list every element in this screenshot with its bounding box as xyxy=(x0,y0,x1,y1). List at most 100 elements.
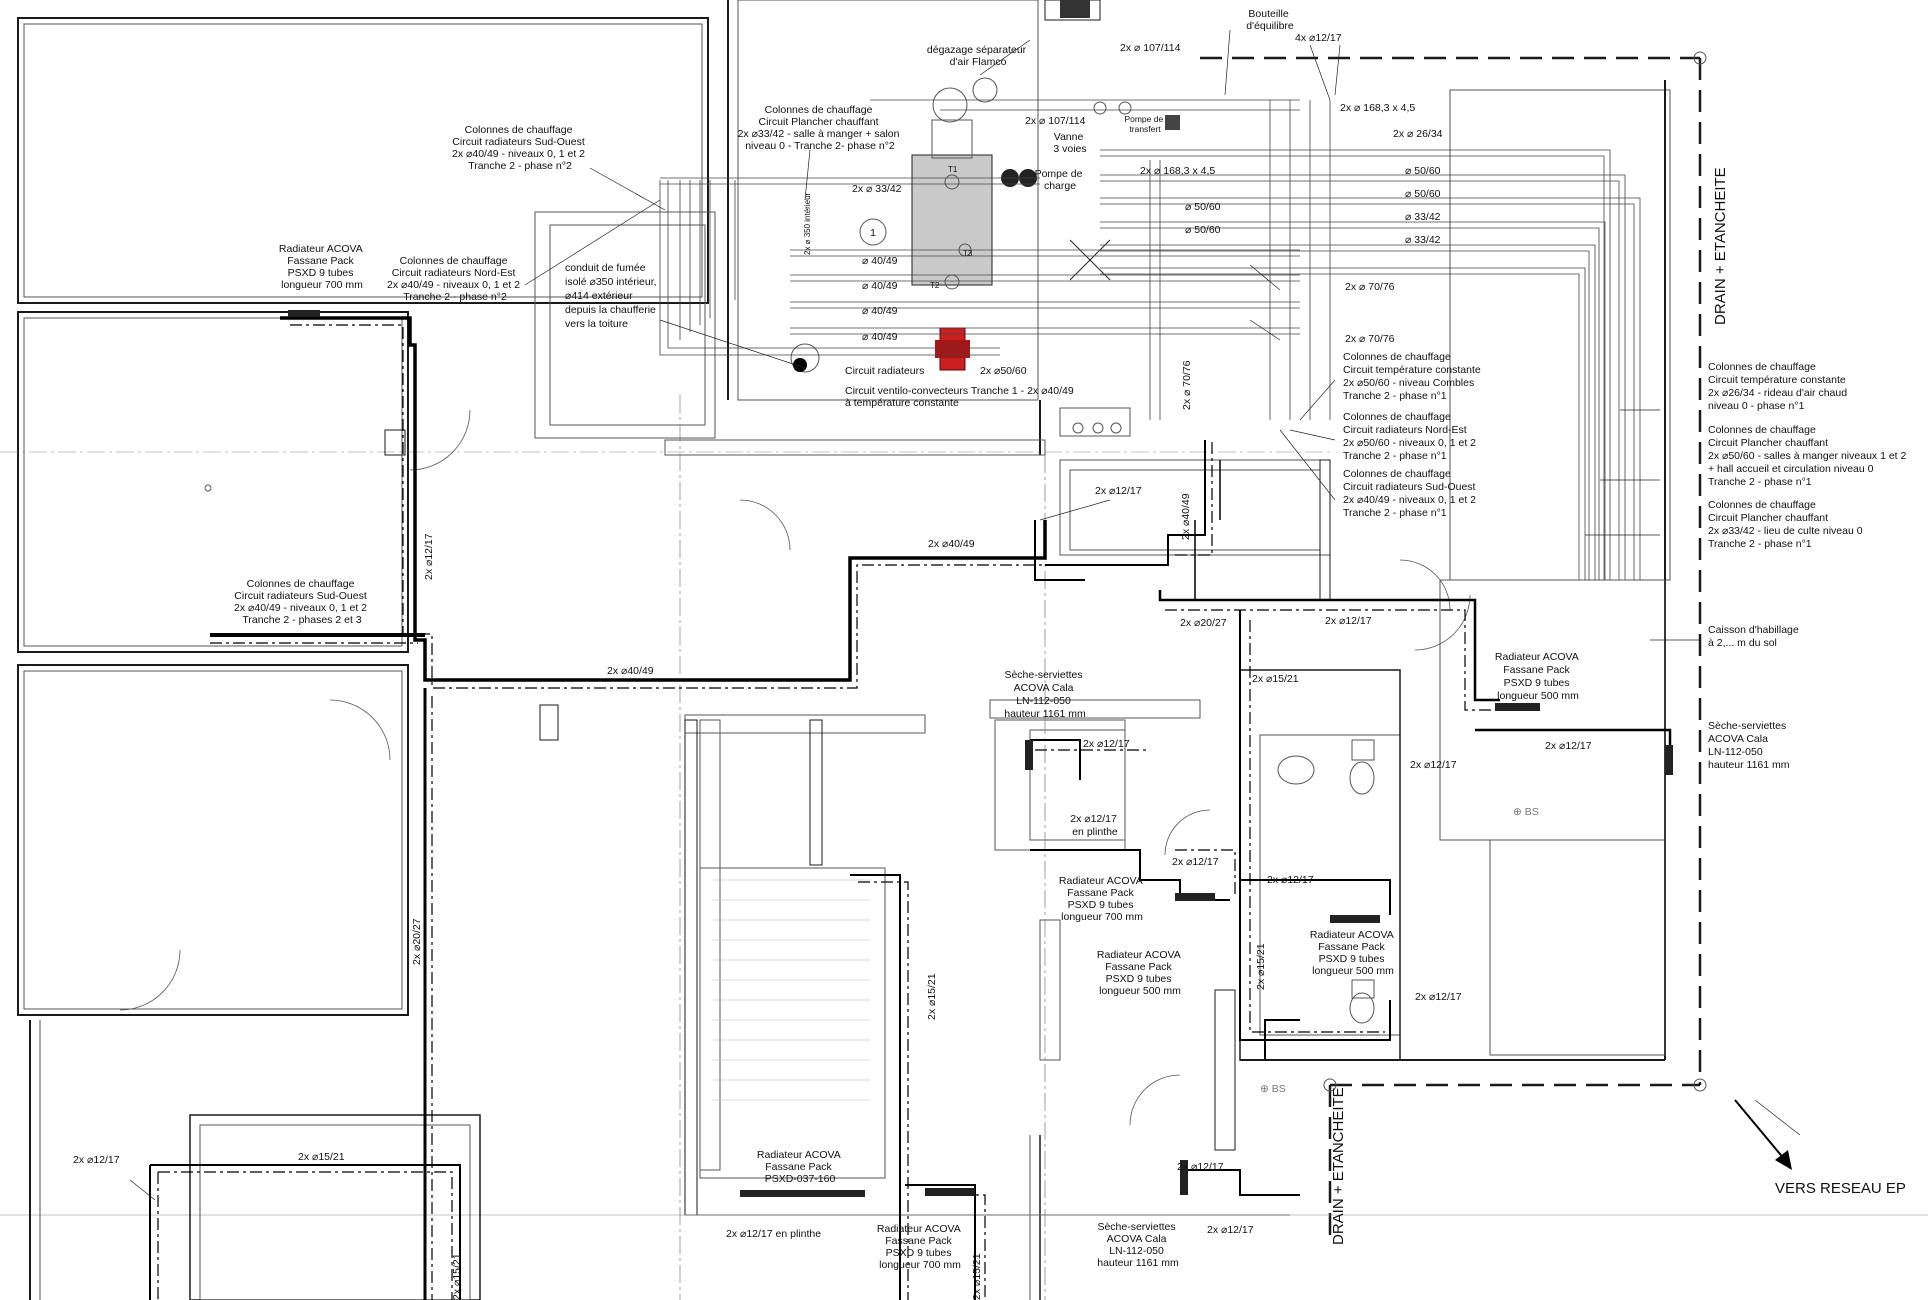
towel-dryer-right xyxy=(1665,745,1673,775)
drain-arrow xyxy=(1734,1099,1792,1170)
annotations: Colonnes de chauffage Circuit radiateurs… xyxy=(73,8,1909,1300)
label-drain-right: DRAIN + ETANCHEITE xyxy=(1712,167,1729,325)
label-bouteille: Bouteille d'équilibre xyxy=(1246,8,1294,32)
dim-33-a: ⌀ 33/42 xyxy=(1405,211,1441,223)
label-bs-1: ⊕ BS xyxy=(1513,806,1539,818)
drain-labels: DRAIN + ETANCHEITE DRAIN + ETANCHEITE VE… xyxy=(1330,167,1906,1245)
dim-20-27: 2x ⌀20/27 xyxy=(1180,617,1227,629)
radiators xyxy=(288,310,1673,1197)
dim-26-34: 2x ⌀ 26/34 xyxy=(1393,128,1443,140)
label-far-plancher2: Colonnes de chauffage Circuit Plancher c… xyxy=(1708,499,1866,550)
label-colonnes-sudouest-top: Colonnes de chauffage Circuit radiateurs… xyxy=(452,124,588,172)
boiler-tank xyxy=(911,154,993,286)
marker-1 xyxy=(859,218,887,246)
dim-12-r1: 2x ⌀12/17 xyxy=(1325,615,1372,627)
dim-12-m1: 2x ⌀12/17 xyxy=(1172,856,1219,868)
label-t2: T2 xyxy=(930,281,940,290)
label-ventilo: Circuit ventilo-convecteurs Tranche 1 - … xyxy=(845,385,1077,409)
dim-15-vertical-b2: 2x ⌀15/21 xyxy=(971,1253,983,1300)
label-rad-700-mid: Radiateur ACOVA Fassane Pack PSXD 9 tube… xyxy=(1059,875,1145,923)
dim-40-vertical: 2x ⌀40/49 xyxy=(1180,493,1192,540)
label-rad-500-right2: Radiateur ACOVA Fassane Pack PSXD 9 tube… xyxy=(1310,929,1396,977)
dim-12-c1: 2x ⌀12/17 xyxy=(1083,738,1130,750)
dim-168-a: 2x ⌀ 168,3 x 4,5 xyxy=(1340,102,1415,114)
label-temp-constante: Colonnes de chauffage Circuit températur… xyxy=(1343,351,1484,402)
dim-107-a: 2x ⌀ 107/114 xyxy=(1120,42,1181,54)
dim-4x-12-17: 4x ⌀12/17 xyxy=(1295,32,1342,44)
dim-40-left: 2x ⌀40/49 xyxy=(607,665,654,677)
dim-12-r4: 2x ⌀12/17 xyxy=(1415,991,1462,1003)
label-seche-bottom: Sèche-serviettes ACOVA Cala LN-112-050 h… xyxy=(1097,1221,1179,1269)
dim-12-m2: 2x ⌀12/17 xyxy=(1267,874,1314,886)
dim-70-vertical: 2x ⌀ 70/76 xyxy=(1181,360,1193,410)
dim-12-bc1: 2x ⌀12/17 xyxy=(1177,1161,1224,1173)
dim-107-b: 2x ⌀ 107/114 xyxy=(1025,115,1086,127)
label-colonnes-sudouest-left: Colonnes de chauffage Circuit radiateurs… xyxy=(234,578,370,626)
dim-20-vertical-left: 2x ⌀20/27 xyxy=(411,918,423,965)
towel-dryer-bottom xyxy=(1180,1160,1188,1195)
dim-12-bc2: 2x ⌀12/17 xyxy=(1207,1224,1254,1236)
label-circuit-radiateurs: Circuit radiateurs xyxy=(845,365,924,377)
dim-40-d: ⌀ 40/49 xyxy=(862,331,898,343)
label-vers-reseau: VERS RESEAU EP xyxy=(1775,1180,1906,1197)
label-far-temp: Colonnes de chauffage Circuit températur… xyxy=(1708,361,1850,412)
radiator-700-bottom xyxy=(925,1188,975,1196)
dim-12-bl: 2x ⌀12/17 xyxy=(73,1154,120,1166)
dim-50-c: ⌀ 50/60 xyxy=(1185,201,1221,213)
radiator-037 xyxy=(740,1190,865,1197)
label-conduit: conduit de fumée isolé ⌀350 intérieur, ⌀… xyxy=(565,262,659,330)
dim-168-b: 2x ⌀ 168,3 x 4,5 xyxy=(1140,165,1215,177)
label-far-plancher1: Colonnes de chauffage Circuit Plancher c… xyxy=(1708,424,1909,488)
label-colonnes-nordest-top: Colonnes de chauffage Circuit radiateurs… xyxy=(387,255,523,303)
leader-lines xyxy=(129,29,1801,1201)
label-rad-037: Radiateur ACOVA Fassane Pack PSXD-037-16… xyxy=(757,1149,843,1185)
label-pompe-charge: Pompe de charge xyxy=(1035,168,1086,192)
dim-40-a: ⌀ 40/49 xyxy=(862,255,898,267)
label-rad-700-bottom: Radiateur ACOVA Fassane Pack PSXD 9 tube… xyxy=(877,1223,963,1271)
label-radiateur-left: Radiateur ACOVA Fassane Pack PSXD 9 tube… xyxy=(279,243,365,291)
label-caisson: Caisson d'habillage à 2,... m du sol xyxy=(1708,624,1802,649)
label-degazage: dégazage séparateur d'air Flamco xyxy=(927,44,1029,68)
label-seche-center: Sèche-serviettes ACOVA Cala LN-112-050 h… xyxy=(1004,669,1086,720)
dim-33-b: ⌀ 33/42 xyxy=(1405,234,1441,246)
dim-50-d: ⌀ 50/60 xyxy=(1185,224,1221,236)
label-pompe-transfert: Pompe de transfert xyxy=(1124,114,1165,134)
dim-350-vertical: 2x ⌀ 350 intérieur xyxy=(803,192,812,255)
label-t1: T1 xyxy=(948,165,958,174)
label-vanne: Vanne 3 voies xyxy=(1053,131,1086,155)
label-drain-bottom: DRAIN + ETANCHEITE xyxy=(1330,1087,1347,1245)
dim-15-vertical-mid: 2x ⌀15/21 xyxy=(926,973,938,1020)
dim-15-vertical-c: 2x ⌀15/21 xyxy=(1255,943,1267,990)
label-plancher-top: Colonnes de chauffage Circuit Plancher c… xyxy=(738,104,903,152)
dim-70-a: 2x ⌀ 70/76 xyxy=(1345,281,1395,293)
boiler-room xyxy=(659,77,1641,580)
radiator-left xyxy=(288,310,320,317)
dim-12-r3: 2x ⌀12/17 xyxy=(1545,740,1592,752)
label-en-plinthe-mid: 2x ⌀12/17 en plinthe xyxy=(1070,813,1120,838)
heating-network xyxy=(149,316,1672,1300)
dim-15-vertical-b1: 2x ⌀15/21 xyxy=(451,1253,463,1300)
dim-15-21-a: 2x ⌀15/21 xyxy=(1252,673,1299,685)
radiator-500-right xyxy=(1330,915,1380,923)
dim-40-b: ⌀ 40/49 xyxy=(862,280,898,292)
dim-40-mid: 2x ⌀40/49 xyxy=(928,538,975,550)
dim-50-b: ⌀ 50/60 xyxy=(1405,188,1441,200)
dim-12-plinthe: 2x ⌀12/17 en plinthe xyxy=(726,1228,821,1240)
label-t3: T3 xyxy=(963,249,973,258)
dim-70-b: 2x ⌀ 70/76 xyxy=(1345,333,1395,345)
label-radiateur-right: Radiateur ACOVA Fassane Pack PSXD 9 tube… xyxy=(1495,651,1581,702)
label-sudouest-right: Colonnes de chauffage Circuit radiateurs… xyxy=(1343,468,1479,519)
dim-15-bl: 2x ⌀15/21 xyxy=(298,1151,345,1163)
dim-12-top: 2x ⌀12/17 xyxy=(1095,485,1142,497)
dim-12-vertical-left: 2x ⌀12/17 xyxy=(423,533,435,580)
dim-40-c: ⌀ 40/49 xyxy=(862,305,898,317)
label-nordest-right: Colonnes de chauffage Circuit radiateurs… xyxy=(1343,411,1479,462)
label-rad-500-mid: Radiateur ACOVA Fassane Pack PSXD 9 tube… xyxy=(1097,949,1183,997)
dim-33-c: 2x ⌀ 33/42 xyxy=(852,183,902,195)
radiator-700-mid xyxy=(1175,893,1215,901)
dim-50-60-rad: 2x ⌀50/60 xyxy=(980,365,1027,377)
marker-1-label: 1 xyxy=(870,227,876,239)
towel-dryer-center xyxy=(1025,740,1033,770)
dim-50-a: ⌀ 50/60 xyxy=(1405,165,1441,177)
